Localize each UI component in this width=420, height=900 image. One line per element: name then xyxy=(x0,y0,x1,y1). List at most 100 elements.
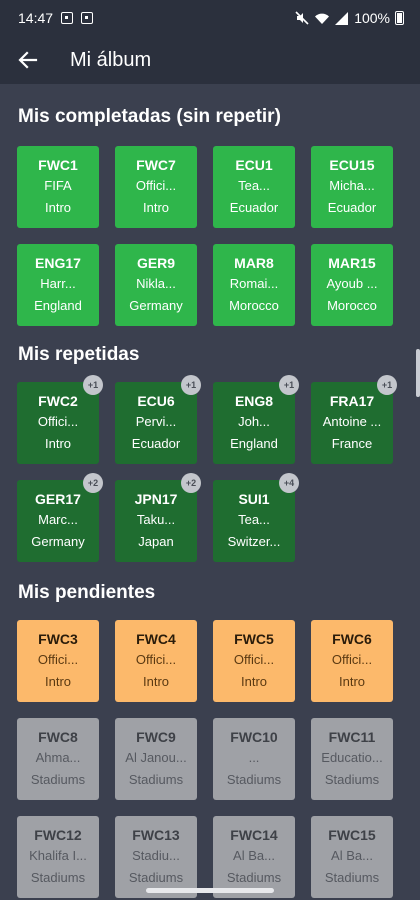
sticker-name: Stadiu... xyxy=(132,848,180,863)
sticker-team: Intro xyxy=(44,200,71,215)
back-button[interactable] xyxy=(0,36,56,84)
repeat-count-badge: +2 xyxy=(83,473,103,493)
sticker-team: Stadiums xyxy=(30,870,86,885)
repeat-count-badge: +1 xyxy=(279,375,299,395)
status-time: 14:47 xyxy=(18,10,54,26)
scrollbar[interactable] xyxy=(416,349,420,397)
sticker-code: ENG17 xyxy=(35,255,81,271)
sticker-code: FRA17 xyxy=(329,393,375,409)
status-right: 100% xyxy=(295,10,404,26)
sticker-code: FWC5 xyxy=(234,631,274,647)
sticker-name: Antoine ... xyxy=(322,414,382,429)
sticker-code: FWC6 xyxy=(332,631,372,647)
sticker-team: Ecuador xyxy=(131,436,181,451)
battery-icon xyxy=(395,11,404,25)
sticker-name: Marc... xyxy=(38,512,78,527)
sticker-code: ECU6 xyxy=(137,393,175,409)
sticker-name: Micha... xyxy=(329,178,375,193)
page-title: Mi álbum xyxy=(70,48,152,71)
sticker-team: Stadiums xyxy=(324,772,380,787)
mute-icon xyxy=(295,11,309,25)
repeat-count-badge: +1 xyxy=(377,375,397,395)
sticker-team: Intro xyxy=(142,200,169,215)
sticker-code: ECU1 xyxy=(235,157,273,173)
sticker-code: FWC10 xyxy=(230,729,278,745)
app-bar: Mi álbum xyxy=(0,36,420,84)
gesture-handle[interactable] xyxy=(146,888,274,893)
sticker-name: Khalifa I... xyxy=(29,848,87,863)
sticker-team: Switzer... xyxy=(227,534,281,549)
sticker-team: Germany xyxy=(31,534,85,549)
sticker-team: England xyxy=(34,298,82,313)
repeat-count-badge: +1 xyxy=(181,375,201,395)
sticker-card[interactable]: FWC10...Stadiums xyxy=(213,718,295,800)
signal-icon xyxy=(335,11,349,25)
sticker-name: Offici... xyxy=(135,652,177,667)
sticker-code: FWC13 xyxy=(132,827,180,843)
sticker-name: Offici... xyxy=(37,652,79,667)
sticker-code: FWC4 xyxy=(136,631,176,647)
sticker-name: Taku... xyxy=(136,512,176,527)
sticker-code: JPN17 xyxy=(134,491,178,507)
sticker-code: FWC11 xyxy=(328,729,376,745)
sticker-name: Ayoub ... xyxy=(326,276,378,291)
sticker-code: GER17 xyxy=(35,491,81,507)
sticker-team: Intro xyxy=(338,674,365,689)
sticker-team: Intro xyxy=(44,674,71,689)
sticker-code: MAR15 xyxy=(328,255,376,271)
sticker-team: Stadiums xyxy=(128,772,184,787)
repeat-count-badge: +4 xyxy=(279,473,299,493)
status-left: 14:47 xyxy=(18,10,94,26)
sticker-name: FIFA xyxy=(44,178,72,193)
sticker-code: FWC15 xyxy=(328,827,376,843)
sticker-name: Pervi... xyxy=(135,414,177,429)
sticker-code: FWC8 xyxy=(38,729,78,745)
sticker-team: Stadiums xyxy=(128,870,184,885)
sticker-name: Tea... xyxy=(238,178,270,193)
section-title-completed: Mis completadas (sin repetir) xyxy=(18,106,281,127)
sticker-code: FWC3 xyxy=(38,631,78,647)
status-bar: 14:47 100% xyxy=(0,0,420,36)
sticker-team: Stadiums xyxy=(226,870,282,885)
sticker-name: ... xyxy=(248,750,260,765)
repeat-count-badge: +2 xyxy=(181,473,201,493)
screenshot-notification-icon xyxy=(61,12,74,24)
sticker-team: Intro xyxy=(142,674,169,689)
section-title-pending: Mis pendientes xyxy=(18,582,156,603)
repeat-count-badge: +1 xyxy=(83,375,103,395)
sticker-code: SUI1 xyxy=(238,491,270,507)
sticker-name: Tea... xyxy=(238,512,270,527)
sticker-team: France xyxy=(331,436,373,451)
sticker-name: Offici... xyxy=(331,652,373,667)
